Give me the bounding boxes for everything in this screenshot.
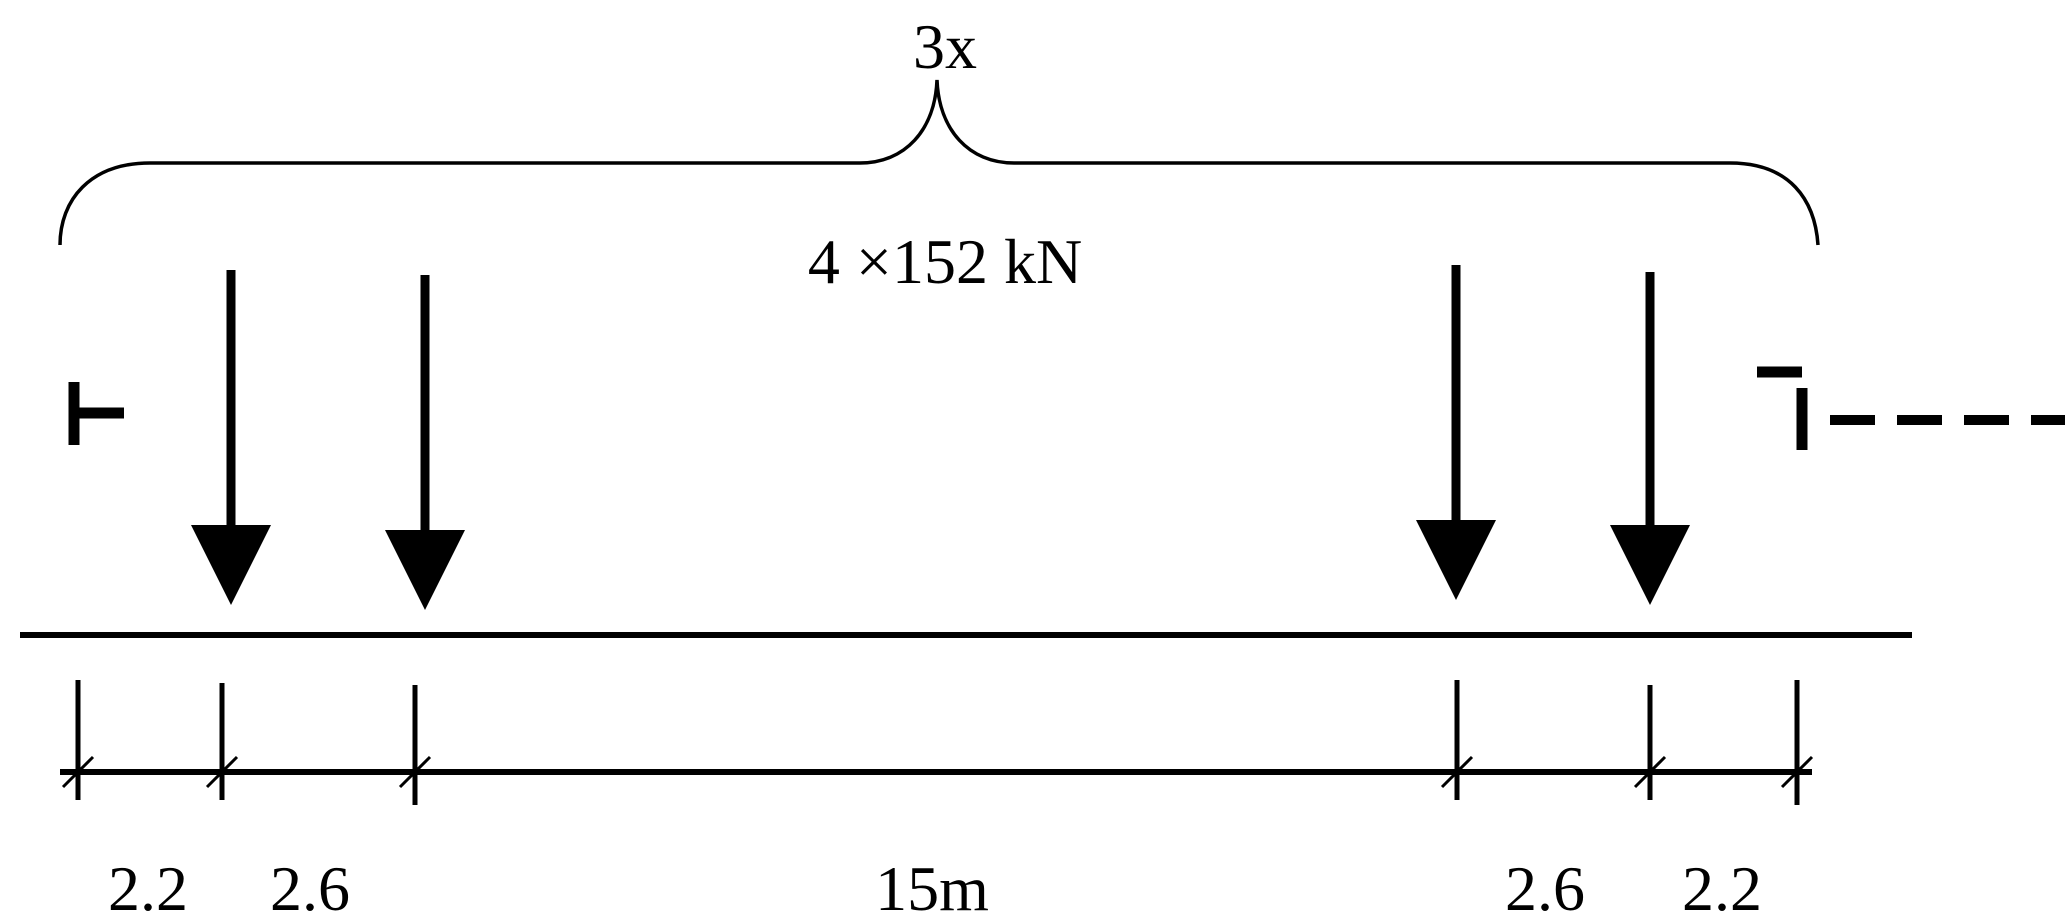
load-label: 4 ×152 kN: [808, 226, 1082, 297]
dimension-label-4: 2.6: [1505, 853, 1585, 923]
dimension-tick-4: [1440, 680, 1474, 800]
repeat-label: 3x: [913, 11, 977, 82]
dimension-label-3: 15m: [875, 853, 989, 923]
dimension-tick-2: [205, 683, 239, 800]
group-brace: [58, 79, 1820, 246]
dimension-chain: [60, 680, 1814, 805]
load-arrow-1: [191, 270, 271, 605]
load-arrow-2: [385, 275, 465, 610]
dimension-tick-5: [1633, 685, 1667, 800]
dimension-tick-3: [398, 685, 432, 805]
dimension-label-5: 2.2: [1682, 853, 1762, 923]
dimension-label-2: 2.6: [270, 853, 350, 923]
load-arrow-3: [1416, 265, 1496, 600]
dimension-tick-6: [1780, 680, 1814, 805]
vehicle-end-marker: [1757, 366, 2065, 450]
dimension-tick-1: [61, 680, 95, 800]
dimension-label-1: 2.2: [108, 853, 188, 923]
vehicle-start-marker: [68, 382, 124, 445]
load-arrow-4: [1610, 272, 1690, 605]
